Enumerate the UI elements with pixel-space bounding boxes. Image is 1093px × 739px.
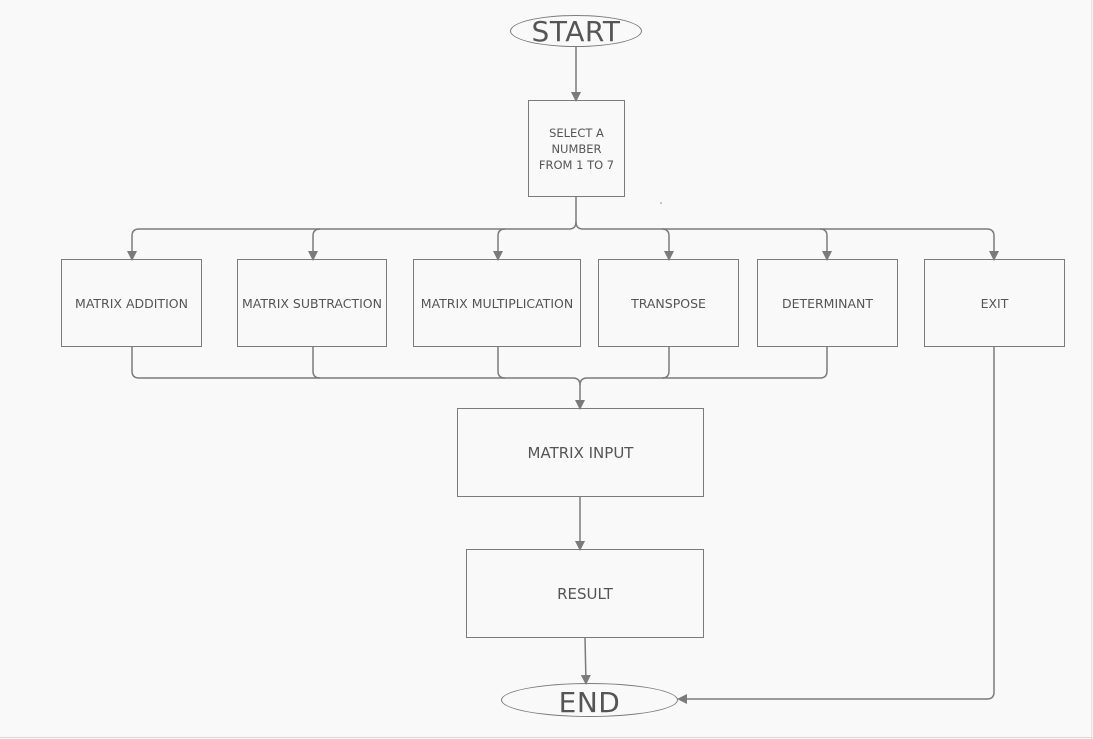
connector-select-to-multiplication — [493, 228, 506, 261]
transpose-node[interactable]: TRANSPOSE — [598, 259, 739, 347]
connector-transpose-to-bus — [579, 347, 670, 386]
connector-select-to-subtraction — [308, 228, 321, 261]
canvas-right-border — [1091, 0, 1092, 739]
start-node[interactable]: START — [510, 14, 642, 48]
select-label-line-2: NUMBER — [551, 141, 602, 156]
result-label: RESULT — [557, 584, 613, 603]
exit-node[interactable]: EXIT — [924, 259, 1065, 347]
connector-addition-to-input — [131, 347, 585, 410]
end-label: END — [558, 685, 621, 719]
matrix-multiplication-node[interactable]: MATRIX MULTIPLICATION — [413, 259, 581, 347]
end-node[interactable]: END — [501, 683, 678, 719]
connector-select-to-transpose — [575, 221, 674, 261]
determinant-node[interactable]: DETERMINANT — [757, 259, 898, 347]
matrix-subtraction-label: MATRIX SUBTRACTION — [242, 295, 382, 311]
matrix-input-node[interactable]: MATRIX INPUT — [457, 408, 704, 497]
transpose-label: TRANSPOSE — [631, 295, 706, 311]
canvas-bottom-border — [0, 737, 1093, 738]
matrix-input-label: MATRIX INPUT — [527, 443, 634, 462]
exit-label: EXIT — [980, 295, 1009, 311]
determinant-label: DETERMINANT — [781, 295, 874, 311]
connector-result-to-end — [580, 637, 591, 685]
matrix-subtraction-node[interactable]: MATRIX SUBTRACTION — [237, 259, 387, 347]
connector-subtraction-to-bus — [312, 347, 321, 379]
connector-select-to-exit — [820, 228, 999, 261]
connector-select-to-addition — [127, 197, 577, 261]
connector-select-to-determinant — [662, 228, 832, 261]
matrix-addition-label: MATRIX ADDITION — [75, 295, 188, 311]
select-label-line-1: SELECT A — [549, 125, 604, 140]
connector-multiplication-to-bus — [497, 347, 506, 379]
matrix-multiplication-label: MATRIX MULTIPLICATION — [420, 295, 574, 311]
matrix-addition-node[interactable]: MATRIX ADDITION — [61, 259, 202, 347]
start-label: START — [531, 14, 621, 48]
connector-exit-to-end — [677, 347, 995, 704]
select-label-line-3: FROM 1 TO 7 — [538, 157, 615, 172]
select-number-node[interactable]: SELECT A NUMBER FROM 1 TO 7 — [528, 100, 625, 197]
stray-dot — [660, 202, 662, 204]
result-node[interactable]: RESULT — [466, 549, 704, 638]
connector-determinant-to-bus — [662, 347, 828, 379]
